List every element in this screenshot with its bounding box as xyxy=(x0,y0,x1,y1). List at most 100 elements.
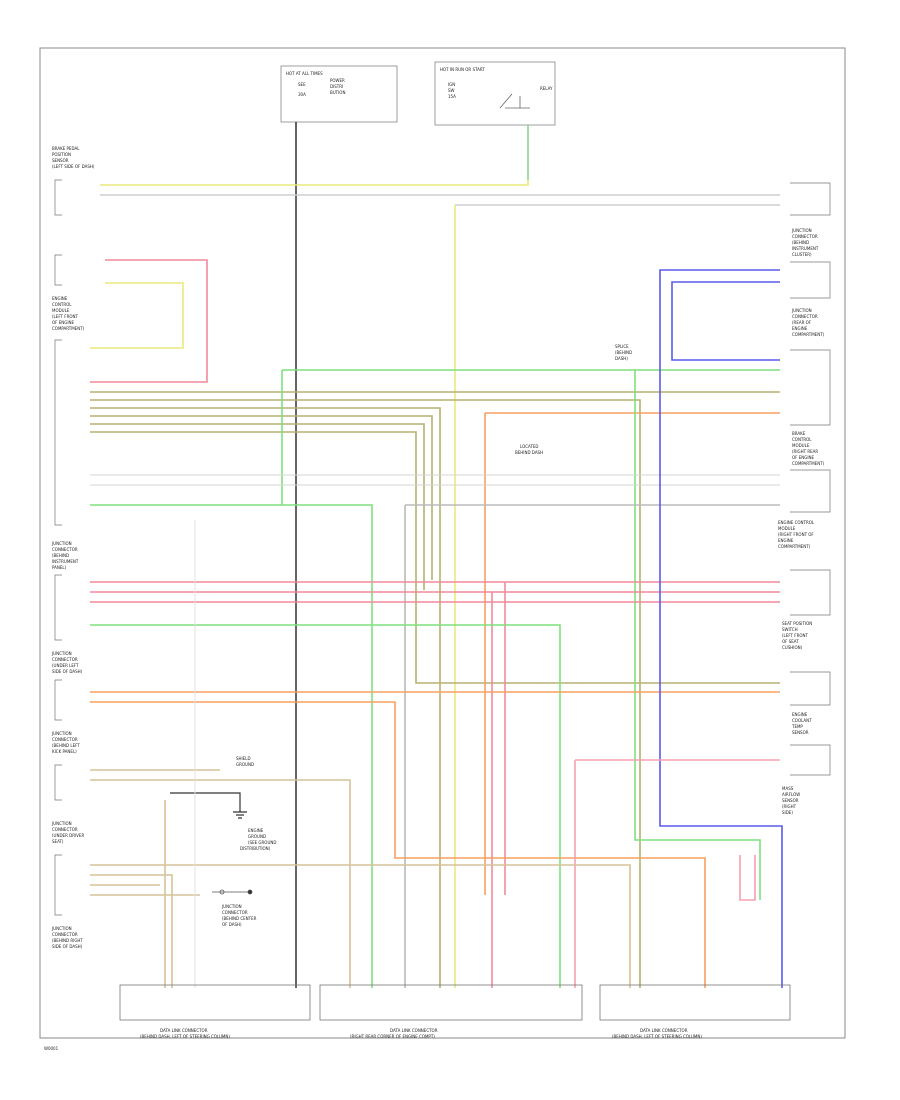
c1-line-3: (LEFT SIDE OF DASH) xyxy=(52,164,95,169)
r4-line-1: MODULE xyxy=(778,526,796,531)
c4-line-3: SIDE OF DASH) xyxy=(52,669,83,674)
c7-line-2: (BEHIND RIGHT xyxy=(52,938,83,943)
r4-line-3: ENGINE xyxy=(778,538,794,543)
wire-orange-2 xyxy=(90,701,706,988)
fuse-right-line-1: IGN xyxy=(448,82,455,87)
r4-line-2: (RIGHT FRONT OF xyxy=(778,532,814,537)
wire-pink-box xyxy=(739,855,756,901)
r3-line-2: MODULE xyxy=(792,443,810,448)
wire-green-low xyxy=(90,624,561,988)
r2-line-1: CONNECTOR xyxy=(792,314,818,319)
dlc1-sub: (BEHIND DASH, LEFT OF STEERING COLUMN) xyxy=(140,1034,230,1039)
wire-blue xyxy=(659,269,783,988)
c2-line-4: OF ENGINE xyxy=(52,320,75,325)
r5-line-1: SWITCH xyxy=(782,627,798,632)
wire-lb-4 xyxy=(90,874,173,988)
c7-line-3: SIDE OF DASH) xyxy=(52,944,83,949)
r3-line-5: COMPARTMENT) xyxy=(792,461,825,466)
dlc2-label: DATA LINK CONNECTOR xyxy=(390,1028,438,1033)
c6-line-2: (UNDER DRIVER xyxy=(52,833,84,838)
relay-switch-icon xyxy=(499,93,530,109)
r6-line-1: COOLANT xyxy=(792,718,812,723)
fuse-right-line-4: RELAY xyxy=(540,86,553,91)
r1-line-1: CONNECTOR xyxy=(792,234,818,239)
r7-line-2: SENSOR xyxy=(782,798,799,803)
wire-blue-2 xyxy=(671,281,780,361)
module-note-0: LOCATED xyxy=(520,444,539,449)
fuse-left-line-0: HOT AT ALL TIMES xyxy=(286,71,323,76)
c2-line-3: (LEFT FRONT xyxy=(52,314,78,319)
r2-line-4: COMPARTMENT) xyxy=(792,332,825,337)
c6-line-0: JUNCTION xyxy=(51,821,72,826)
wire-yellow-top xyxy=(100,180,529,186)
wire-yellow-loop xyxy=(90,282,184,349)
ground-note-0: ENGINE xyxy=(248,828,264,833)
fuse-left-line-5: 30A xyxy=(298,92,306,97)
c1-line-2: SENSOR xyxy=(52,158,69,163)
r7-line-4: SIDE) xyxy=(782,810,793,815)
c7-line-0: JUNCTION xyxy=(51,926,72,931)
r5-line-0: SEAT POSITION xyxy=(782,621,812,626)
c4-line-2: (UNDER LEFT xyxy=(52,663,79,668)
wire-red-loop xyxy=(90,259,208,383)
c5-line-2: (BEHIND LEFT xyxy=(52,743,80,748)
c6-line-1: CONNECTOR xyxy=(52,827,78,832)
fuse-right-line-0: HOT IN RUN OR START xyxy=(440,67,485,72)
dlc3-sub: (BEHIND DASH, LEFT OF STEERING COLUMN) xyxy=(612,1034,702,1039)
c1-line-1: POSITION xyxy=(52,152,71,157)
c5-line-1: CONNECTOR xyxy=(52,737,78,742)
fuse-box-right: HOT IN RUN OR START IGN SW 15A RELAY xyxy=(434,61,556,126)
dlc2-sub: (RIGHT REAR CORNER OF ENGINE COMPT) xyxy=(350,1034,435,1039)
wire-lb-3 xyxy=(90,864,631,988)
r3-line-0: BRAKE xyxy=(792,431,806,436)
c2-line-0: ENGINE xyxy=(52,296,68,301)
c3-line-2: (BEHIND xyxy=(52,553,69,558)
c4-line-1: CONNECTOR xyxy=(52,657,78,662)
dlc3-label: DATA LINK CONNECTOR xyxy=(640,1028,688,1033)
shield-note-1: GROUND xyxy=(236,762,254,767)
splice-top-note-0: SPLICE xyxy=(615,344,629,349)
wire-green-mid xyxy=(90,504,373,988)
r6-line-0: ENGINE xyxy=(792,712,808,717)
diagram-frame xyxy=(39,47,846,1039)
r2-line-2: (REAR OF xyxy=(792,320,812,325)
c3-line-0: JUNCTION xyxy=(51,541,72,546)
fuse-left-line-4: BUTION xyxy=(330,90,345,95)
ground-note-1: GROUND xyxy=(248,834,266,839)
r4-line-0: ENGINE CONTROL xyxy=(778,520,815,525)
left-connector-brackets xyxy=(54,179,62,916)
c6-line-3: SEAT) xyxy=(52,839,64,844)
fuse-left-line-1: SEE xyxy=(298,82,306,87)
c2-line-2: MODULE xyxy=(52,308,70,313)
splice-note-3: OF DASH) xyxy=(222,922,242,927)
ground-icon xyxy=(170,792,247,819)
splice-top-note-2: DASH) xyxy=(615,356,628,361)
c3-line-3: INSTRUMENT xyxy=(52,559,79,564)
r7-line-3: (RIGHT xyxy=(782,804,797,809)
r3-line-1: CONTROL xyxy=(792,437,812,442)
r5-line-4: CUSHION) xyxy=(782,645,803,650)
r5-line-3: OF SEAT xyxy=(782,639,799,644)
r7-line-1: AIRFLOW xyxy=(782,792,800,797)
c7-line-1: CONNECTOR xyxy=(52,932,78,937)
r1-line-0: JUNCTION xyxy=(791,228,812,233)
c1-line-0: BRAKE PEDAL xyxy=(52,146,80,151)
r2-line-0: JUNCTION xyxy=(791,308,812,313)
c3-line-1: CONNECTOR xyxy=(52,547,78,552)
wire-olive-2 xyxy=(90,399,641,988)
wires xyxy=(90,122,783,988)
r1-line-3: INSTRUMENT xyxy=(792,246,819,251)
splice-top-note-1: (BEHIND xyxy=(615,350,632,355)
r6-line-3: SENSOR xyxy=(792,730,809,735)
r1-line-2: (BEHIND xyxy=(792,240,809,245)
splice-note-0: JUNCTION xyxy=(221,904,242,909)
splice-note-2: (BEHIND CENTER xyxy=(222,916,257,921)
left-components: BRAKE PEDAL POSITION SENSOR (LEFT SIDE O… xyxy=(51,146,95,949)
ground-note-2: (SEE GROUND xyxy=(248,840,276,845)
r3-line-3: (RIGHT REAR xyxy=(792,449,818,454)
center-notes: LOCATED BEHIND DASH ENGINE GROUND (SEE G… xyxy=(221,344,632,927)
shield-note-0: SHIELD xyxy=(236,756,251,761)
fuse-left-line-3: DISTRI xyxy=(330,84,343,89)
ground-note-3: DISTRIBUTION) xyxy=(240,846,271,851)
r1-line-4: CLUSTER) xyxy=(792,252,812,257)
